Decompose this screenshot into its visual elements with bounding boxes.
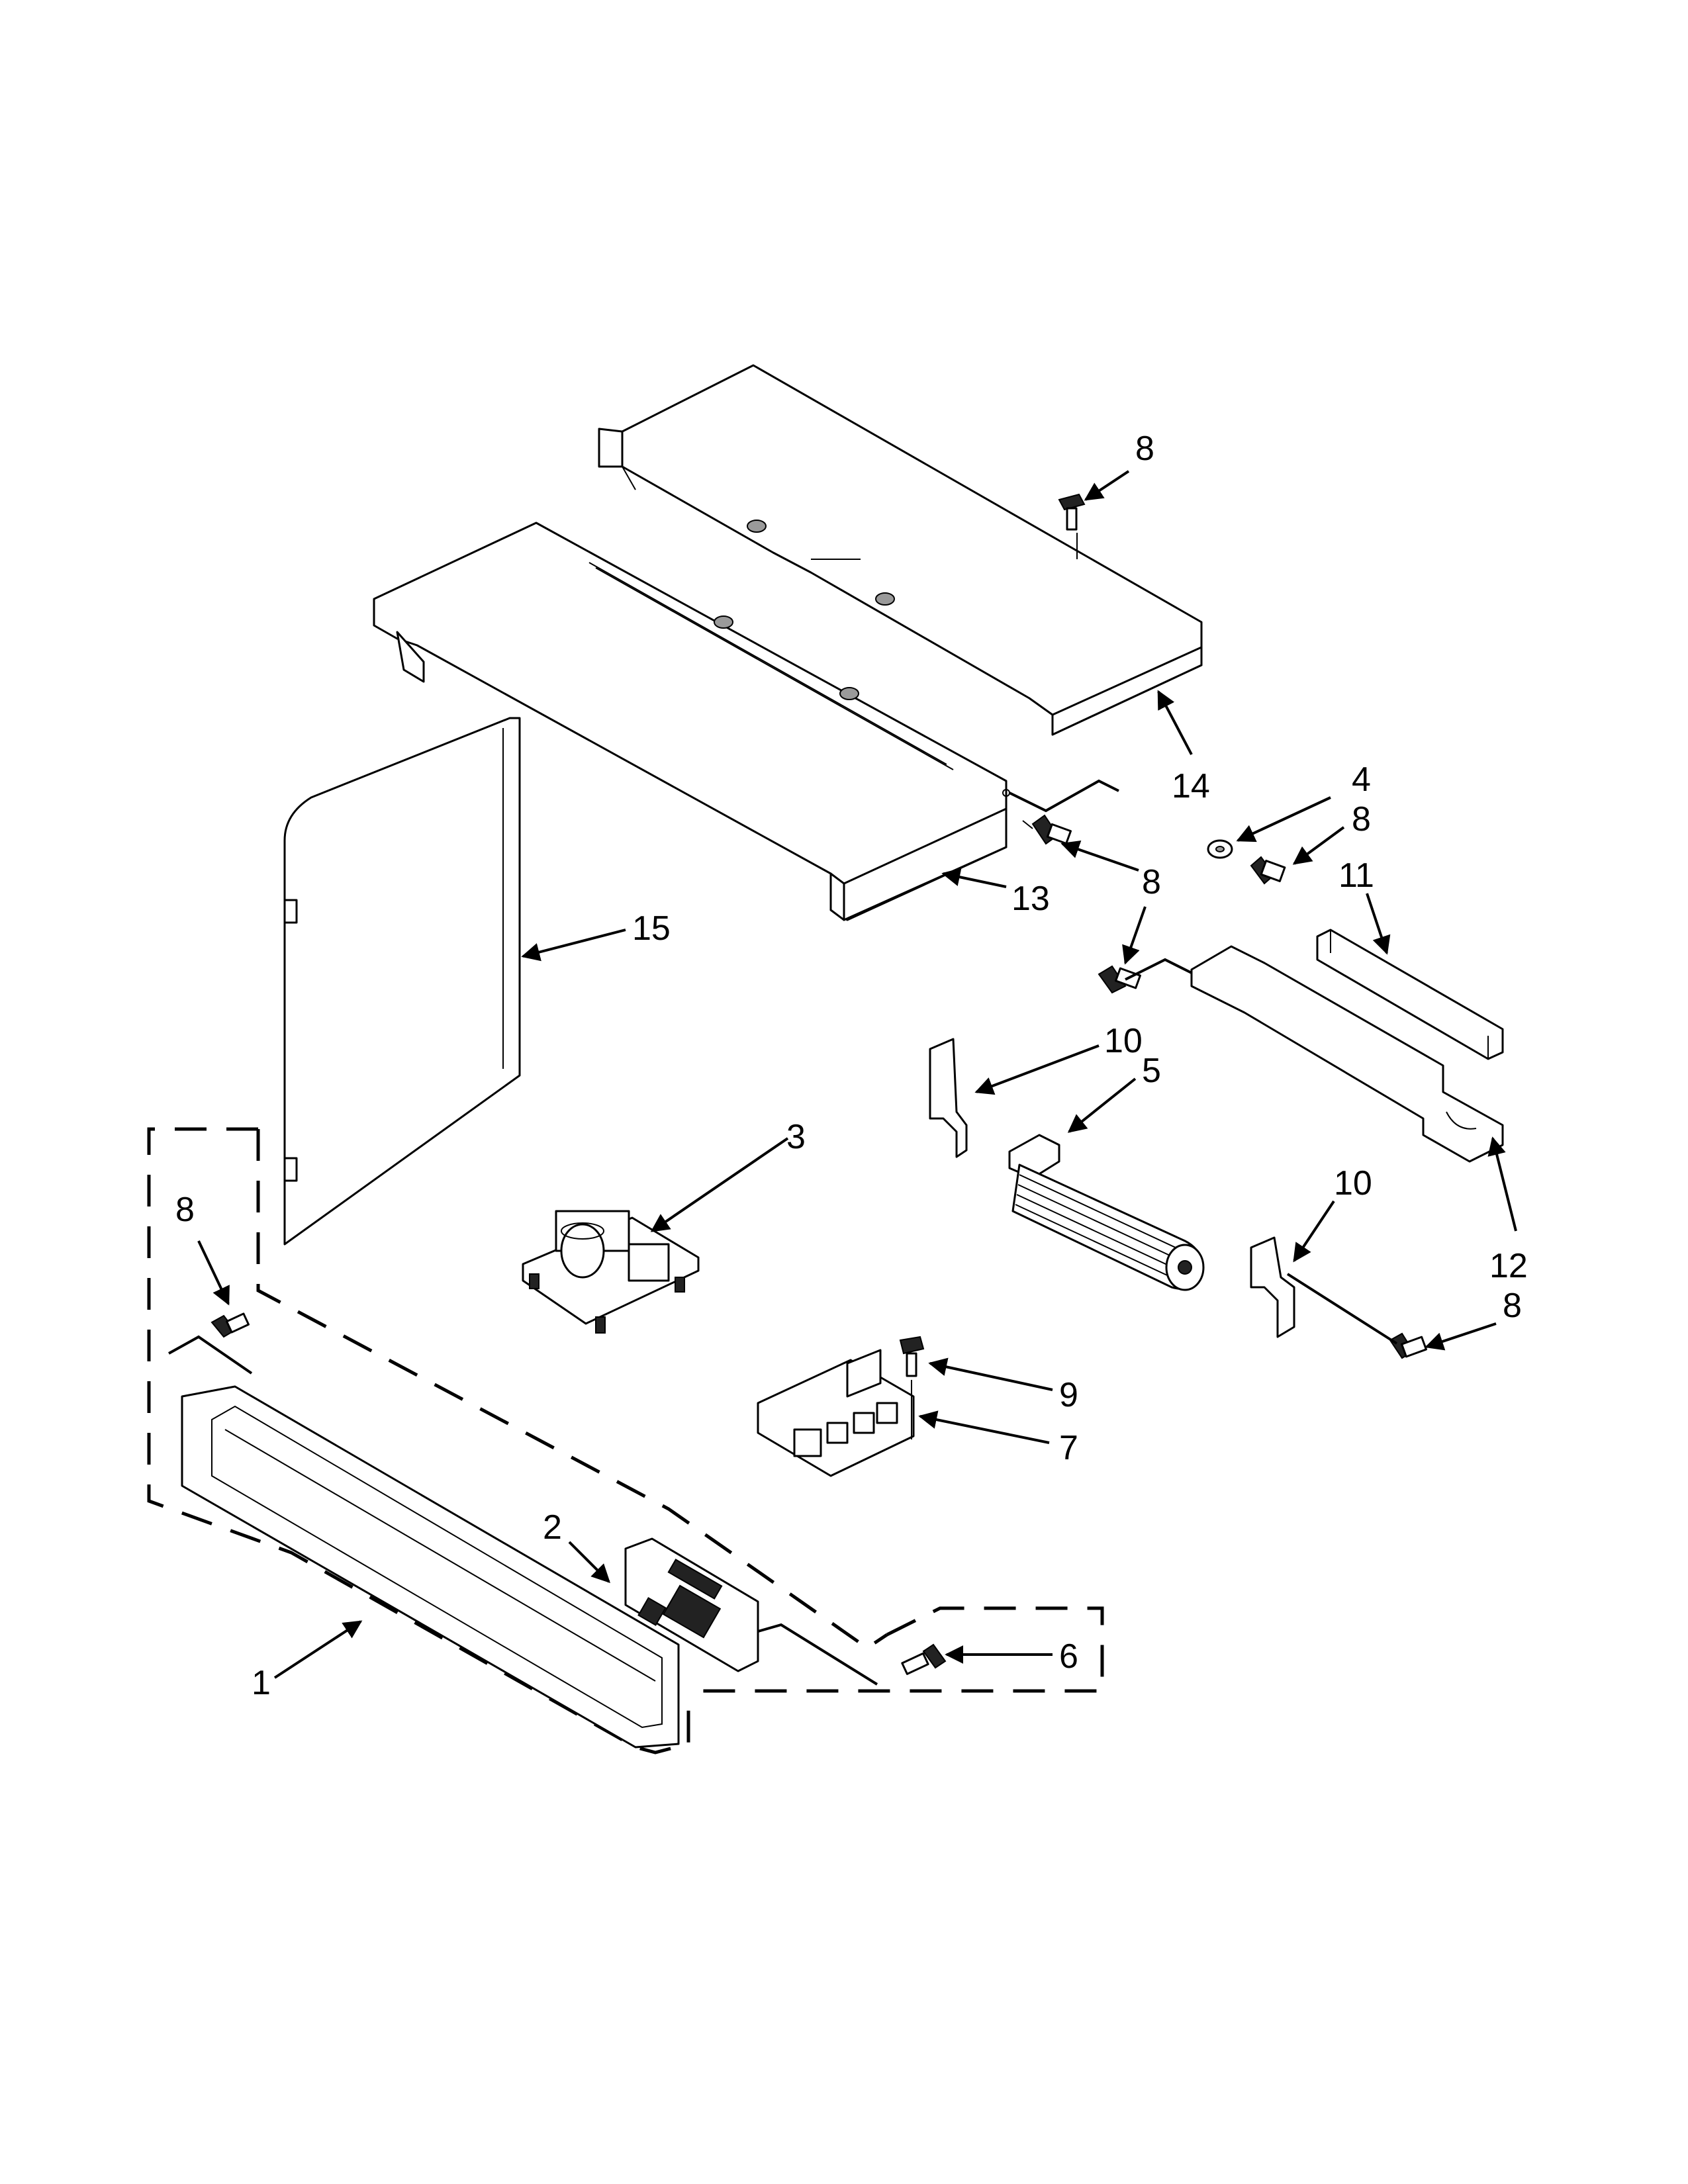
callout-8-top: 8 [1135,430,1154,468]
arrow-12 [1487,1136,1517,1232]
arrow-4 [1236,796,1331,842]
callout-7: 7 [1059,1429,1078,1467]
control-panel-trim [181,1385,680,1749]
arrow-5 [1067,1077,1137,1133]
arrow-15 [521,929,626,962]
lower-top-panel [373,522,1010,921]
callout-8-lower-right: 8 [1503,1287,1522,1325]
callout-1: 1 [252,1664,271,1702]
electronic-display-board [624,1537,759,1672]
screw-lower-right-8 [1389,1332,1427,1359]
screw-top [1058,493,1086,559]
arrow-13 [941,868,1007,888]
callout-2: 2 [543,1508,562,1547]
screw-right-8a [1250,856,1286,885]
arrow-11 [1366,893,1391,955]
arrow-8-top [1084,470,1130,501]
screw-panel-13 [1022,814,1072,845]
callout-14: 14 [1172,767,1210,805]
dashed-group-outline-right [695,1606,1104,1693]
arrow-8-lower-right [1425,1322,1497,1351]
arrow-14 [1157,690,1193,755]
callout-4: 4 [1352,760,1371,799]
side-shield-panel [283,717,521,1246]
callout-13: 13 [1011,880,1050,918]
upper-top-panel [598,364,1203,736]
arrow-8-bracket [1122,906,1147,965]
callout-6: 6 [1059,1637,1078,1676]
arrow-2 [568,1541,610,1583]
callout-8-left: 8 [175,1191,195,1229]
dashed-group-outline-left [147,1127,888,1754]
callout-3: 3 [786,1118,806,1156]
screw-6 [901,1643,947,1675]
bracket-10-upper [929,1038,968,1158]
callout-labels: 8 14 4 8 11 8 13 15 10 5 3 10 12 8 8 9 7… [175,430,1528,1702]
power-supply-board [522,1210,700,1334]
washer-4 [1207,839,1233,859]
mounting-bracket [1190,945,1504,1163]
screw-lower-left-8 [211,1312,250,1338]
callout-12: 12 [1489,1247,1528,1285]
harness-lines [168,779,1398,1686]
callout-10-lower: 10 [1334,1164,1372,1203]
arrow-9 [928,1357,1053,1391]
cross-flow-blower [1008,1134,1205,1291]
callout-8-mid: 8 [1142,863,1161,901]
callout-15: 15 [632,909,671,948]
callout-10-upper: 10 [1104,1022,1143,1060]
screw-9 [899,1336,925,1439]
arrow-7 [918,1410,1050,1444]
callout-5: 5 [1142,1052,1161,1090]
arrow-8-left [197,1240,230,1306]
callout-11: 11 [1338,856,1374,895]
insulation-strip [1316,929,1504,1060]
arrow-10-lower [1293,1200,1335,1263]
arrow-10-upper [974,1044,1100,1095]
callout-arrows [197,470,1517,1679]
arrow-8-right [1292,826,1345,865]
arrow-3 [650,1137,789,1232]
callout-9: 9 [1059,1376,1078,1414]
relay-control-board [757,1349,915,1477]
bracket-10-lower [1250,1236,1295,1338]
arrow-1 [273,1620,363,1679]
arrow-8-mid [1060,841,1139,872]
callout-8-right: 8 [1352,800,1371,839]
screw-left-bracket-8 [1098,965,1141,994]
